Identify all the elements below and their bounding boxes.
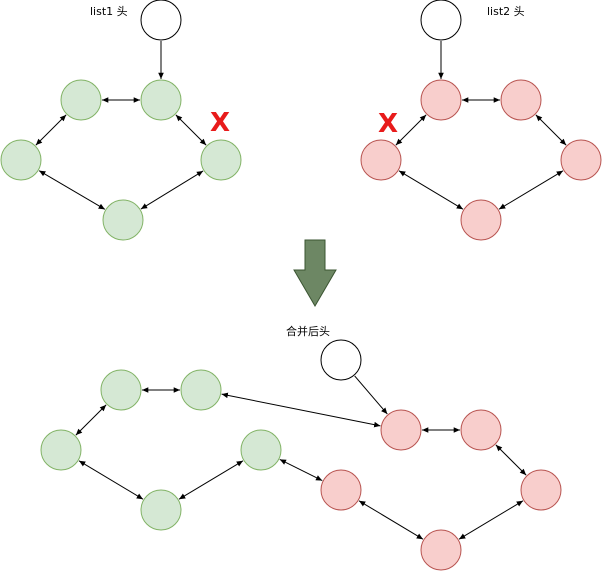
list-node-m5 [140, 489, 182, 531]
list-node-b5 [460, 199, 502, 241]
edge-n4-n5 [458, 500, 524, 540]
list-node-b4 [560, 139, 602, 181]
list-node-a3 [0, 139, 42, 181]
list-node-m2 [180, 369, 222, 411]
merged-head-label: 合并后头 [286, 324, 330, 338]
list-node-n1 [380, 409, 422, 451]
edge-a5-a4 [140, 170, 204, 210]
edge-n5-n3 [358, 500, 424, 540]
list-node-a4 [200, 139, 242, 181]
edge-b5-b4 [498, 170, 564, 210]
edge-a3-a5 [38, 170, 106, 210]
list-node-b2 [500, 79, 542, 121]
edge-b1-b3 [395, 114, 427, 146]
list-node-m1 [100, 369, 142, 411]
list-node-m3 [40, 429, 82, 471]
head-node-h2 [420, 0, 462, 41]
cut-mark-list1: X [210, 108, 230, 138]
edge-mh-n1 [354, 375, 388, 415]
nodes-layer [0, 0, 602, 571]
list-node-b3 [360, 139, 402, 181]
edge-n2-n4 [495, 444, 527, 476]
merge-down-arrow [293, 239, 337, 307]
list2-head-label: list2 头 [487, 5, 525, 18]
head-node-h1 [140, 0, 182, 41]
edge-b3-b5 [398, 170, 464, 210]
list-node-a2 [140, 79, 182, 121]
edge-b2-b4 [535, 114, 567, 146]
list-node-a5 [102, 199, 144, 241]
list-node-b1 [420, 79, 462, 121]
list-node-n3 [320, 469, 362, 511]
edge-m5-m4 [178, 460, 244, 500]
edge-m1-m3 [75, 404, 107, 436]
list-node-n4 [520, 469, 562, 511]
edge-a2-a4 [175, 114, 207, 146]
edge-m3-m5 [78, 460, 144, 500]
list-node-n5 [420, 529, 462, 571]
list-node-a1 [60, 79, 102, 121]
edge-m4-n3 [279, 458, 323, 482]
head-node-mh [320, 339, 362, 381]
edge-a1-a3 [35, 114, 67, 146]
list-node-m4 [240, 429, 282, 471]
edge-m2-n1 [221, 392, 381, 428]
cut-mark-list2: X [378, 109, 398, 139]
edges-layer [35, 41, 567, 540]
list-node-n2 [460, 409, 502, 451]
list1-head-label: list1 头 [90, 5, 128, 18]
